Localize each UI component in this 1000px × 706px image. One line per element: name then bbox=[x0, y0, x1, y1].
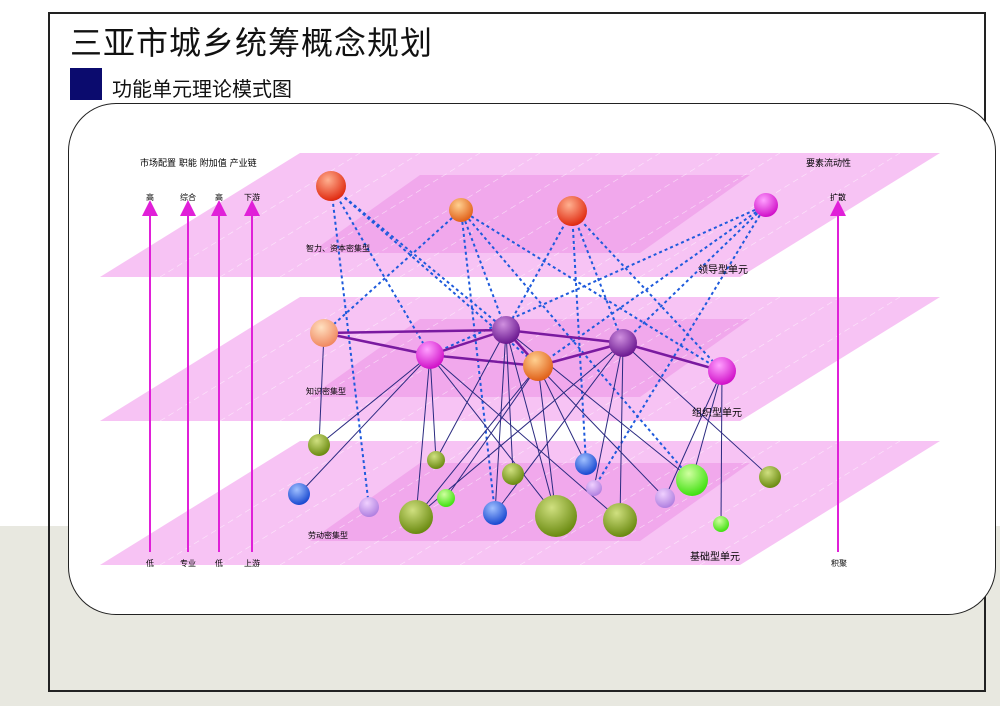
thin-link bbox=[429, 354, 557, 517]
unit-node bbox=[557, 196, 587, 226]
layer-type-bottom: 劳动密集型 bbox=[308, 530, 348, 540]
layer-name-top: 领导型单元 bbox=[698, 263, 748, 276]
thin-link bbox=[435, 329, 507, 461]
solid-link bbox=[622, 341, 723, 373]
unit-node bbox=[655, 488, 675, 508]
unit-node bbox=[449, 198, 473, 222]
dashed-link bbox=[537, 204, 767, 367]
thin-link bbox=[494, 329, 507, 514]
unit-node bbox=[427, 451, 445, 469]
page-title: 三亚市城乡统筹概念规划 bbox=[70, 24, 434, 62]
thin-link bbox=[537, 365, 587, 465]
solid-link bbox=[323, 331, 431, 357]
dashed-link bbox=[571, 210, 723, 372]
solid-link bbox=[505, 328, 624, 345]
axis-bottom-label: 低 bbox=[215, 558, 223, 568]
left-axes-header: 市场配置 职能 附加值 产业链 bbox=[140, 157, 257, 169]
unit-node bbox=[492, 316, 520, 344]
section-title: 功能单元理论模式图 bbox=[112, 77, 292, 101]
layer-name-middle: 组织型单元 bbox=[692, 406, 742, 419]
unit-node bbox=[759, 466, 781, 488]
thin-link bbox=[429, 354, 437, 461]
thin-link bbox=[318, 332, 325, 446]
thin-link bbox=[720, 370, 723, 525]
thin-link bbox=[318, 354, 431, 446]
solid-link bbox=[429, 353, 539, 368]
right-axis-top-label: 扩散 bbox=[830, 192, 846, 202]
unit-node bbox=[308, 434, 330, 456]
axis-top-label: 综合 bbox=[180, 192, 196, 202]
thin-link bbox=[415, 342, 624, 518]
section-marker bbox=[70, 68, 102, 100]
unit-node bbox=[535, 495, 577, 537]
unit-node bbox=[523, 351, 553, 381]
thin-link bbox=[537, 365, 557, 517]
layer-name-bottom: 基础型单元 bbox=[690, 550, 740, 563]
dashed-link bbox=[505, 210, 573, 331]
unit-node bbox=[586, 480, 602, 496]
unit-node bbox=[603, 503, 637, 537]
unit-node bbox=[483, 501, 507, 525]
layer-inner-plane bbox=[310, 175, 750, 253]
unit-node bbox=[288, 483, 310, 505]
axis-top-label: 高 bbox=[146, 192, 154, 202]
right-axis-bottom-label: 积聚 bbox=[831, 558, 847, 568]
thin-link bbox=[445, 365, 539, 499]
dashed-link bbox=[323, 209, 462, 334]
unit-node bbox=[708, 357, 736, 385]
unit-node bbox=[310, 319, 338, 347]
unit-node bbox=[676, 464, 708, 496]
unit-node bbox=[609, 329, 637, 357]
thin-link bbox=[505, 329, 557, 517]
unit-node bbox=[437, 489, 455, 507]
unit-node bbox=[359, 497, 379, 517]
thin-link bbox=[622, 342, 771, 478]
axis-top-label: 下游 bbox=[244, 192, 260, 202]
axis-bottom-label: 专业 bbox=[180, 558, 196, 568]
unit-node bbox=[316, 171, 346, 201]
solid-link bbox=[323, 328, 507, 335]
right-axis-header: 要素流动性 bbox=[806, 157, 851, 169]
thin-link bbox=[691, 370, 723, 481]
unit-node bbox=[754, 193, 778, 217]
axis-bottom-label: 低 bbox=[146, 558, 154, 568]
thin-link bbox=[415, 354, 431, 518]
axis-top-label: 高 bbox=[215, 192, 223, 202]
unit-node bbox=[575, 453, 597, 475]
thin-link bbox=[593, 342, 624, 489]
thin-link bbox=[298, 354, 431, 495]
thin-link bbox=[494, 342, 624, 514]
dashed-link bbox=[460, 209, 496, 514]
unit-node bbox=[416, 341, 444, 369]
dashed-link bbox=[460, 209, 693, 481]
thin-link bbox=[664, 370, 723, 499]
axis-bottom-label: 上游 bbox=[244, 558, 260, 568]
dashed-link bbox=[593, 204, 767, 489]
thin-link bbox=[537, 365, 666, 499]
layer-type-middle: 知识密集型 bbox=[306, 386, 346, 396]
unit-node bbox=[399, 500, 433, 534]
layer-type-top: 智力、资本密集型 bbox=[306, 243, 370, 253]
unit-node bbox=[713, 516, 729, 532]
thin-link bbox=[415, 365, 539, 518]
dashed-link bbox=[330, 185, 507, 331]
dashed-link bbox=[330, 185, 431, 356]
unit-node bbox=[502, 463, 524, 485]
thin-link bbox=[619, 342, 624, 521]
